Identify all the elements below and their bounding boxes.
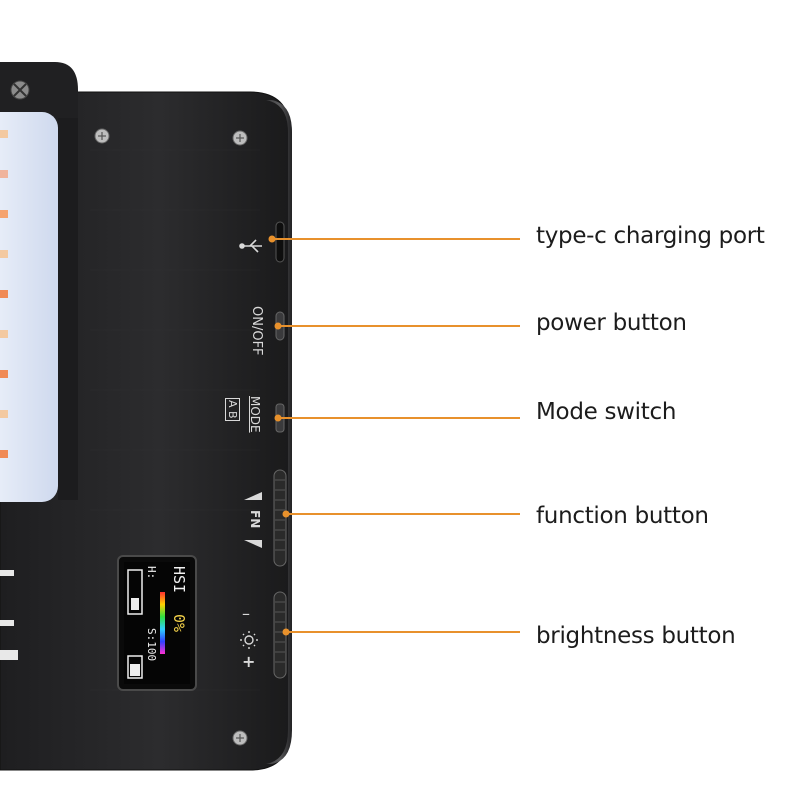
plus-label: +	[242, 652, 256, 671]
sun-icon	[240, 631, 258, 649]
usb-icon	[239, 239, 262, 253]
brand-text-edge	[0, 570, 18, 660]
screen-saturation-text: S:100	[145, 628, 158, 662]
mode-ab-label: A B	[225, 398, 240, 421]
led-dots	[0, 130, 8, 458]
usb-c-port	[275, 221, 285, 263]
on-off-label: ON/OFF	[249, 306, 264, 356]
callout-label-typec: type-c charging port	[536, 223, 765, 249]
led-light-panel	[0, 112, 58, 502]
fn-down-arrow-icon	[244, 540, 262, 548]
callout-label-brightness: brightness button	[536, 623, 736, 649]
hue-rainbow-bar	[160, 592, 165, 654]
callout-label-function: function button	[536, 503, 709, 529]
screen-mode-text: HSI	[170, 566, 188, 594]
fn-up-arrow-icon	[244, 492, 262, 500]
callout-label-mode: Mode switch	[536, 399, 677, 425]
screen-hue-text: H:	[145, 566, 158, 580]
callout-lines	[270, 238, 520, 633]
mode-label: MODE	[248, 396, 262, 433]
minus-label: –	[242, 604, 250, 623]
function-wheel	[273, 469, 287, 567]
callout-dots	[268, 235, 290, 636]
fn-label: FN	[248, 510, 262, 529]
battery-icon	[127, 655, 143, 679]
screen-brightness-text: 0%	[170, 614, 188, 633]
callout-label-power: power button	[536, 310, 687, 336]
